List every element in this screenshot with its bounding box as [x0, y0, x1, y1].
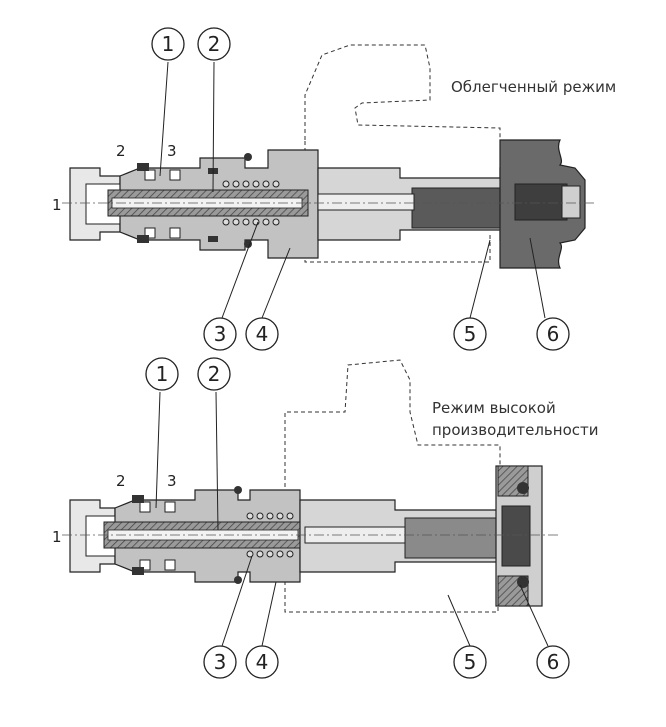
caption-top-mode: Облегченный режим	[451, 78, 617, 96]
callout-number-3: 3	[214, 322, 227, 346]
callout-circle-6	[536, 317, 570, 351]
port-label-1: 1	[52, 196, 62, 214]
callout-circle-6	[536, 645, 570, 679]
end-cap-oring-upper	[517, 482, 529, 494]
port-window-lower-2	[139, 559, 151, 571]
callout-circle-5	[453, 645, 487, 679]
end-cap-insert	[514, 183, 568, 221]
callout-circle-3	[203, 645, 237, 679]
port-window-upper-2	[139, 501, 151, 513]
spring	[246, 512, 294, 558]
callout-numbers: 1 2 3 4 5 6	[162, 32, 560, 346]
port-label-2: 2	[116, 142, 126, 160]
seal-oring-e	[234, 486, 242, 494]
seal-oring-e	[244, 153, 252, 161]
piston	[404, 517, 501, 559]
seal-ring-b	[132, 567, 144, 575]
callout-circle-3	[203, 317, 237, 351]
port-window-upper-3	[164, 501, 176, 513]
port-label-1: 1	[52, 528, 62, 546]
callout-number-4: 4	[256, 322, 269, 346]
valve-bottom: 1 2 3 1 2 3	[52, 357, 570, 679]
seal-oring-f	[234, 576, 242, 584]
callout-number-2: 2	[208, 362, 221, 386]
callout-number-6: 6	[547, 322, 560, 346]
end-cap-insert	[501, 505, 531, 567]
callout-number-5: 5	[464, 650, 477, 674]
piston-rod	[317, 193, 415, 211]
caption-bottom-mode-line2: производительности	[432, 421, 599, 439]
seal-ring-d	[208, 236, 218, 242]
port-window-lower-3	[164, 559, 176, 571]
end-cap-plug	[561, 185, 581, 219]
callout-circle-5	[453, 317, 487, 351]
callouts	[145, 357, 570, 679]
callout-number-3: 3	[214, 650, 227, 674]
piston	[411, 187, 513, 229]
callouts	[151, 27, 570, 351]
seal-ring-a	[132, 495, 144, 503]
port-label-3: 3	[167, 142, 177, 160]
end-cap-oring-lower	[517, 576, 529, 588]
port-label-3: 3	[167, 472, 177, 490]
callout-number-6: 6	[547, 650, 560, 674]
spring	[222, 180, 280, 226]
callout-number-1: 1	[162, 32, 175, 56]
port-window-lower-3	[169, 227, 181, 239]
port-window-lower-2	[144, 227, 156, 239]
callout-number-4: 4	[256, 650, 269, 674]
leader-lines	[155, 391, 549, 647]
port-window-upper-3	[169, 169, 181, 181]
callout-circle-4	[245, 645, 279, 679]
callout-numbers: 1 2 3 4 5 6	[156, 362, 560, 674]
callout-number-5: 5	[464, 322, 477, 346]
port-window-upper-2	[144, 169, 156, 181]
valve-top: 1 2 3 1 2	[52, 27, 595, 351]
caption-bottom-mode-line1: Режим высокой	[432, 399, 556, 417]
callout-circle-1	[145, 357, 179, 391]
callout-circle-2	[197, 357, 231, 391]
callout-number-2: 2	[208, 32, 221, 56]
callout-circle-4	[245, 317, 279, 351]
callout-circle-2	[197, 27, 231, 61]
leader-lines	[159, 61, 546, 319]
callout-circle-1	[151, 27, 185, 61]
port-label-2: 2	[116, 472, 126, 490]
callout-number-1: 1	[156, 362, 169, 386]
seal-ring-a	[137, 163, 149, 171]
seal-ring-b	[137, 235, 149, 243]
